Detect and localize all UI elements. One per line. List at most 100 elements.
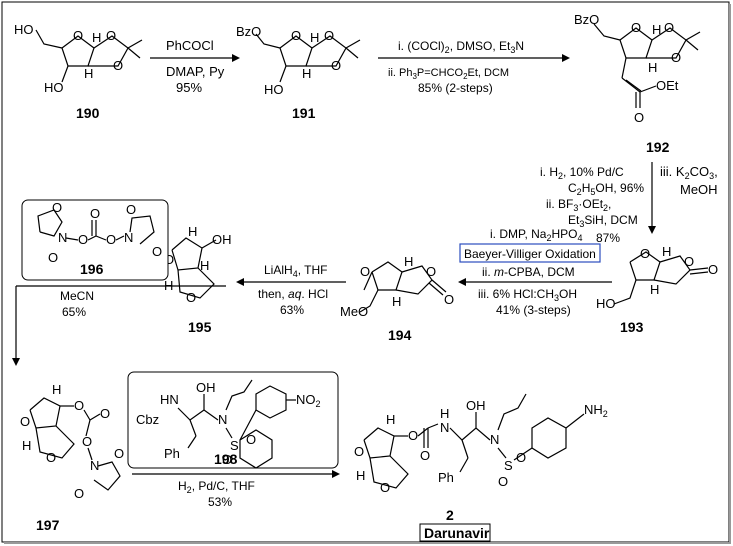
- svg-text:63%: 63%: [280, 303, 304, 317]
- svg-text:OH: OH: [466, 398, 486, 413]
- svg-text:53%: 53%: [208, 495, 232, 509]
- svg-text:C2H5OH, 96%: C2H5OH, 96%: [568, 181, 644, 197]
- svg-text:H: H: [92, 30, 101, 45]
- compound-198: Cbz HN Ph OH N S O O NO2 198: [127, 371, 339, 469]
- svg-text:O: O: [90, 206, 100, 221]
- svg-text:O: O: [671, 50, 681, 65]
- svg-text:Baeyer-Villiger Oxidation: Baeyer-Villiger Oxidation: [464, 247, 596, 261]
- svg-text:iii. 6% HCl:CH3OH: iii. 6% HCl:CH3OH: [478, 287, 577, 303]
- svg-text:O: O: [634, 110, 644, 125]
- svg-text:Et3SiH, DCM: Et3SiH, DCM: [568, 213, 638, 229]
- svg-text:O: O: [152, 244, 162, 259]
- compound-2-darunavir: O O H H O O H N Ph OH N S O O NH2 2 Daru…: [354, 393, 608, 542]
- svg-text:O: O: [222, 452, 232, 467]
- svg-text:Ph: Ph: [438, 470, 454, 485]
- step-3: i. H2, 10% Pd/C C2H5OH, 96% ii. BF3·OEt2…: [540, 162, 718, 245]
- svg-text:65%: 65%: [62, 305, 86, 319]
- svg-text:O: O: [164, 252, 174, 267]
- svg-text:HO: HO: [596, 296, 616, 311]
- svg-text:O: O: [113, 58, 123, 73]
- svg-text:ii. Ph3P=CHCO2Et, DCM: ii. Ph3P=CHCO2Et, DCM: [388, 67, 509, 81]
- step-1: PhCOCl DMAP, Py 95%: [150, 38, 240, 95]
- svg-text:O: O: [420, 448, 430, 463]
- svg-text:i. H2, 10% Pd/C: i. H2, 10% Pd/C: [540, 165, 624, 181]
- svg-text:HN: HN: [160, 392, 179, 407]
- svg-text:BzO: BzO: [236, 24, 261, 39]
- step-2: i. (COCl)2, DMSO, Et3N ii. Ph3P=CHCO2Et,…: [378, 39, 570, 95]
- svg-text:H: H: [356, 468, 365, 483]
- svg-text:N: N: [440, 420, 449, 435]
- svg-text:i. (COCl)2, DMSO, Et3N: i. (COCl)2, DMSO, Et3N: [398, 39, 524, 55]
- svg-text:O: O: [106, 232, 116, 247]
- svg-text:H: H: [310, 30, 319, 45]
- label-191: 191: [292, 105, 316, 121]
- svg-text:O: O: [640, 246, 650, 261]
- step-7: H2, Pd/C, THF 53%: [132, 470, 340, 509]
- svg-text:N: N: [218, 412, 227, 427]
- svg-text:O: O: [426, 264, 436, 279]
- svg-text:H: H: [52, 382, 61, 397]
- step-6: MeCN 65%: [12, 285, 226, 366]
- svg-text:H: H: [648, 60, 657, 75]
- svg-text:H: H: [652, 22, 661, 37]
- svg-text:O: O: [114, 446, 124, 461]
- svg-text:O: O: [48, 250, 58, 265]
- svg-text:H: H: [84, 66, 93, 81]
- svg-text:N: N: [90, 458, 99, 473]
- svg-text:O: O: [354, 444, 364, 459]
- svg-text:O: O: [100, 406, 110, 421]
- svg-text:ii. m-CPBA, DCM: ii. m-CPBA, DCM: [482, 265, 575, 279]
- svg-text:H: H: [662, 244, 671, 259]
- svg-text:O: O: [380, 480, 390, 495]
- svg-text:H: H: [188, 224, 197, 239]
- compound-194: O O O H H MeO 194: [340, 254, 454, 343]
- svg-text:H2, Pd/C, THF: H2, Pd/C, THF: [178, 479, 255, 495]
- svg-text:O: O: [684, 254, 694, 269]
- svg-text:HO: HO: [14, 22, 34, 37]
- svg-text:HO: HO: [44, 80, 64, 95]
- svg-text:MeOH: MeOH: [680, 182, 718, 197]
- svg-text:PhCOCl: PhCOCl: [166, 38, 214, 53]
- label-2: 2: [446, 507, 454, 523]
- svg-text:iii. K2CO3,: iii. K2CO3,: [660, 164, 718, 181]
- compound-192: O O O BzO H H O OEt 192: [574, 12, 701, 155]
- label-193: 193: [620, 319, 644, 335]
- baeyer-villiger-box: [459, 243, 601, 263]
- label-197: 197: [36, 517, 60, 533]
- svg-text:O: O: [126, 202, 136, 217]
- label-195: 195: [188, 319, 212, 335]
- svg-text:S: S: [230, 438, 239, 453]
- svg-text:i. DMP, Na2HPO4: i. DMP, Na2HPO4: [490, 227, 583, 243]
- svg-text:then, aq. HCl: then, aq. HCl: [258, 287, 328, 301]
- compound-195: O O OH H H H 195: [164, 224, 232, 335]
- svg-text:O: O: [74, 486, 84, 501]
- svg-text:O: O: [291, 28, 301, 43]
- svg-text:O: O: [78, 232, 88, 247]
- svg-text:H: H: [22, 438, 31, 453]
- svg-text:41% (3-steps): 41% (3-steps): [496, 303, 571, 317]
- compound-197: O O H H O O O N O O 197: [20, 382, 124, 533]
- darunavir-name-box: [419, 523, 491, 542]
- svg-text:H: H: [392, 294, 401, 309]
- svg-text:O: O: [52, 200, 62, 215]
- svg-text:H: H: [200, 258, 209, 273]
- svg-text:OH: OH: [196, 380, 216, 395]
- label-196: 196: [80, 261, 104, 277]
- svg-text:BzO: BzO: [574, 12, 599, 27]
- svg-text:NH2: NH2: [584, 402, 608, 419]
- svg-text:DMAP, Py: DMAP, Py: [166, 64, 225, 79]
- label-190: 190: [76, 105, 100, 121]
- svg-text:O: O: [331, 58, 341, 73]
- svg-text:O: O: [708, 262, 718, 277]
- svg-text:NO2: NO2: [296, 392, 321, 409]
- svg-text:N: N: [58, 230, 67, 245]
- svg-text:O: O: [82, 434, 92, 449]
- svg-text:N: N: [490, 432, 499, 447]
- svg-text:H: H: [404, 254, 413, 269]
- svg-text:O: O: [186, 290, 196, 305]
- svg-text:O: O: [20, 414, 30, 429]
- svg-text:O: O: [631, 20, 641, 35]
- label-198: 198: [214, 451, 238, 467]
- svg-text:O: O: [516, 450, 526, 465]
